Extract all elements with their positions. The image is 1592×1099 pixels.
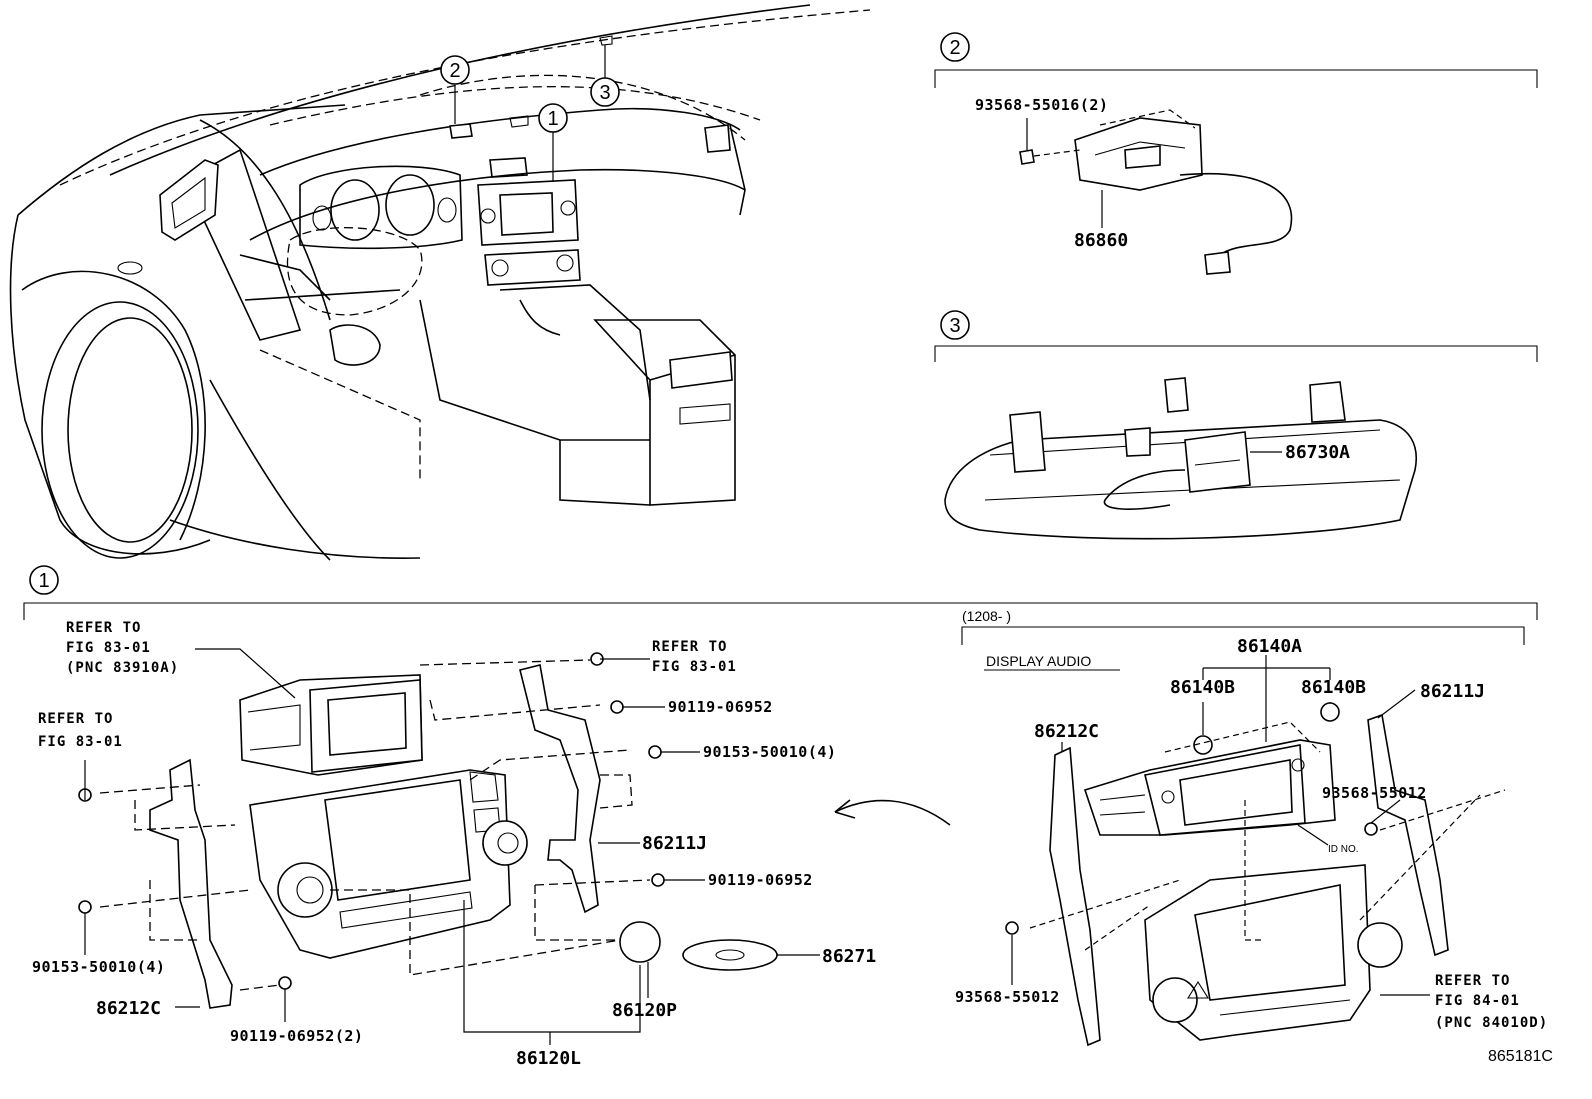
callout-3-overview: 3 — [590, 77, 620, 107]
part-label-86271: 86271 — [822, 946, 876, 967]
callout-number: 2 — [949, 37, 960, 59]
ref-label: (PNC 84010D) — [1435, 1015, 1548, 1031]
part-label-86212c: 86212C — [96, 998, 161, 1019]
part-label-86120l: 86120L — [516, 1048, 581, 1069]
callout-number: 2 — [449, 60, 460, 82]
detail-1-right-assembly: (1208- ) DISPLAY AUDIO — [955, 608, 1548, 1047]
ref-label: FIG 83-01 — [38, 734, 123, 750]
ref-label: FIG 83-01 — [652, 659, 737, 675]
ref-label: REFER TO — [1435, 973, 1510, 989]
part-label-86140b: 86140B — [1170, 677, 1235, 698]
detail-3-section: 3 86730A — [934, 310, 1538, 540]
part-label-90119-06952: 90119-06952 — [668, 698, 773, 716]
callout-number: 1 — [38, 570, 49, 592]
part-label-86212c: 86212C — [1034, 721, 1099, 742]
ref-label: REFER TO — [66, 620, 141, 636]
ref-label: FIG 84-01 — [1435, 993, 1520, 1009]
part-label-93568-55012: 93568-55012 — [955, 988, 1060, 1006]
date-range: (1208- ) — [962, 608, 1011, 624]
part-label-90119-06952: 90119-06952(2) — [230, 1027, 363, 1045]
variant-label: DISPLAY AUDIO — [986, 653, 1091, 669]
part-label-93568-55016: 93568-55016(2) — [975, 96, 1108, 114]
figure-id: 865181C — [1488, 1048, 1553, 1065]
part-label-86140a: 86140A — [1237, 636, 1302, 657]
detail-1-section: 1 — [23, 565, 1538, 620]
detail-2-section: 2 93568-55016(2) 86860 — [934, 32, 1538, 275]
part-label-93568-55012: 93568-55012 — [1322, 784, 1427, 802]
ref-label: FIG 83-01 — [66, 640, 151, 656]
part-label-86140b: 86140B — [1301, 677, 1366, 698]
part-label-86860: 86860 — [1074, 230, 1128, 251]
callout-1-overview: 1 — [538, 103, 568, 133]
callout-2-overview: 2 — [440, 55, 470, 85]
ref-label: REFER TO — [652, 639, 727, 655]
callout-number: 3 — [599, 82, 610, 104]
callout-number: 3 — [949, 315, 960, 337]
detail-1-left-assembly: REFER TO FIG 83-01 (PNC 83910A) REFER TO… — [32, 620, 951, 1069]
vehicle-interior-overview — [9, 4, 871, 561]
callout-number: 1 — [547, 108, 558, 130]
part-label-86120p: 86120P — [612, 1000, 677, 1021]
part-label-90119-06952: 90119-06952 — [708, 871, 813, 889]
id-no-label: ID NO. — [1328, 844, 1359, 855]
part-label-90153-50010: 90153-50010(4) — [32, 958, 165, 976]
part-label-86730a: 86730A — [1285, 442, 1350, 463]
ref-label: (PNC 83910A) — [66, 660, 179, 676]
part-label-86211j: 86211J — [1420, 681, 1485, 702]
ref-label: REFER TO — [38, 711, 113, 727]
part-label-90153-50010: 90153-50010(4) — [703, 743, 836, 761]
part-label-86211j: 86211J — [642, 833, 707, 854]
